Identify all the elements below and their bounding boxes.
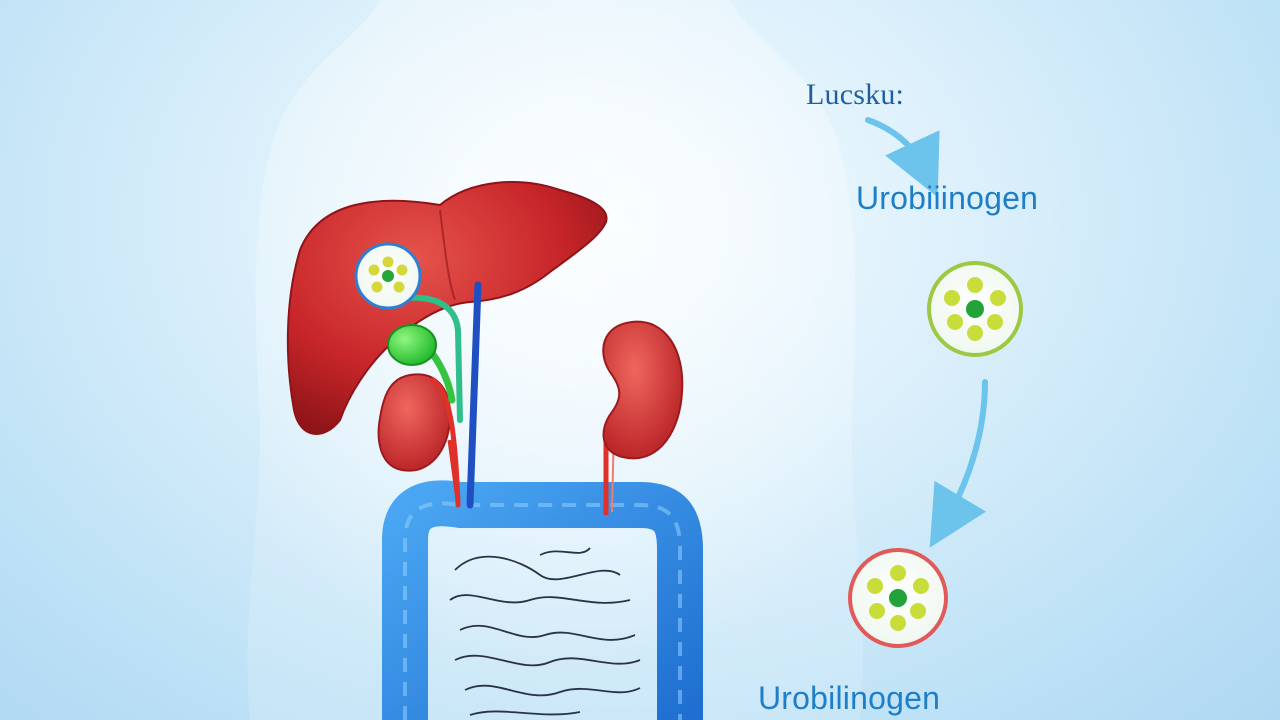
liver bbox=[286, 181, 608, 435]
down-arrow-icon bbox=[929, 379, 988, 548]
down-arrow-icon bbox=[865, 117, 940, 198]
molecule-cluster-icon bbox=[354, 242, 422, 310]
header-label: Lucsku: bbox=[806, 78, 905, 111]
small-intestine bbox=[449, 547, 641, 716]
stage-2-label: Urobilinogen bbox=[758, 680, 941, 716]
artery bbox=[430, 377, 461, 508]
stage-1-label: Urobiiinogen bbox=[856, 180, 1039, 216]
molecule-cluster-icon bbox=[927, 261, 1023, 357]
molecule-cluster-icon bbox=[848, 548, 948, 648]
gallbladder bbox=[387, 324, 456, 404]
kidney bbox=[602, 320, 684, 515]
vein bbox=[466, 281, 482, 509]
